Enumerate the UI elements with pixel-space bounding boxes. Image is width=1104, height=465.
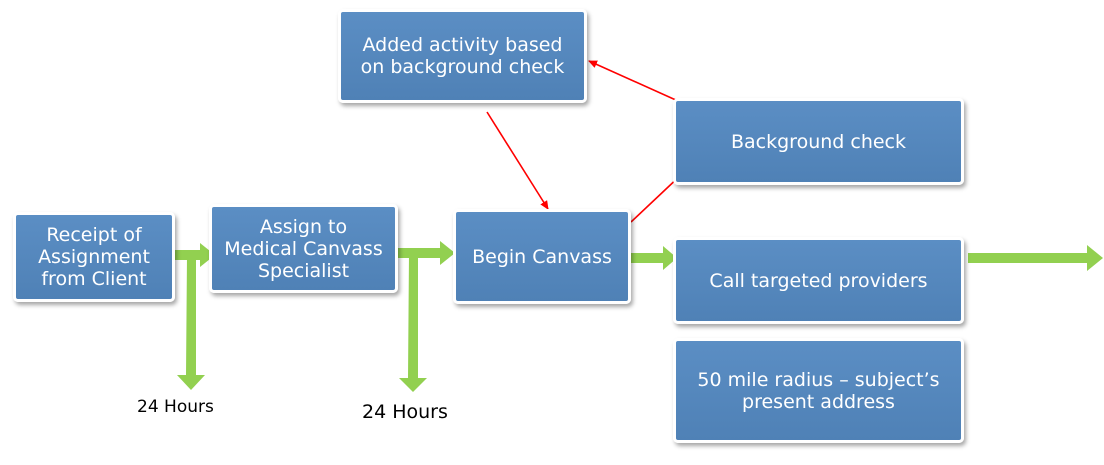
node-added-activity: Added activity based on background check [338, 9, 587, 103]
arrow-down-24-hours-2 [399, 253, 427, 392]
arrow-call-onward [968, 245, 1103, 271]
node-begin-canvass: Begin Canvass [453, 209, 631, 304]
arrow-assign-to-begin [396, 241, 455, 265]
node-background-check: Background check [673, 98, 964, 185]
node-call-targeted-providers: Call targeted providers [673, 237, 964, 324]
node-assign-to-specialist: Assign to Medical Canvass Specialist [209, 204, 398, 293]
arrow-added-to-begin [486, 111, 549, 210]
arrow-down-24-hours-1 [177, 255, 205, 390]
label-24-hours-2: 24 Hours [362, 401, 448, 423]
label-24-hours-1: 24 Hours [137, 397, 214, 417]
arrow-begin-to-call [628, 246, 677, 270]
node-50-mile-radius: 50 mile radius – subject’s present addre… [673, 338, 964, 443]
node-receipt-of-assignment: Receipt of Assignment from Client [13, 212, 175, 302]
